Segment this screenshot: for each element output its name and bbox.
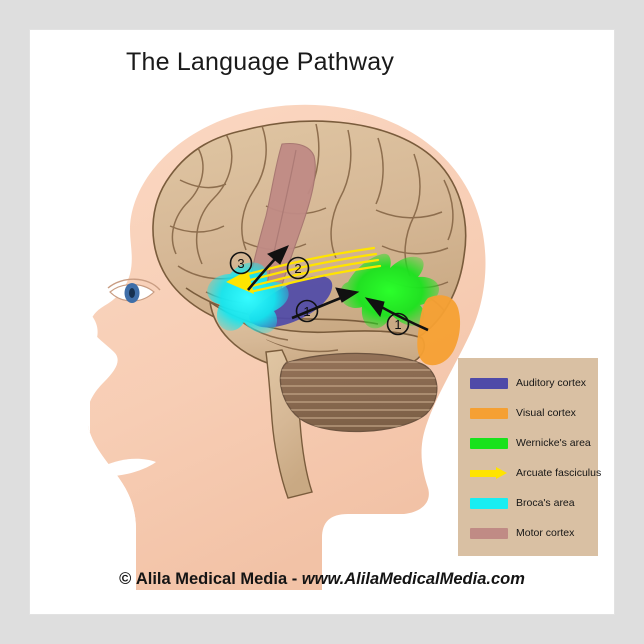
legend-swatch-wernickes-area bbox=[470, 437, 508, 449]
step-marker-1a: 1 bbox=[295, 299, 319, 323]
brain bbox=[152, 120, 467, 499]
legend-label-visual-cortex: Visual cortex bbox=[516, 407, 576, 419]
copyright-url: www.AlilaMedicalMedia.com bbox=[301, 570, 525, 588]
copyright-symbol: © bbox=[119, 570, 132, 588]
arcuate-fasciculus-arrow bbox=[226, 246, 382, 294]
legend-label-motor-cortex: Motor cortex bbox=[516, 527, 575, 539]
copyright-credit: Alila Medical Media bbox=[135, 570, 288, 588]
legend-swatch-auditory-cortex bbox=[470, 377, 508, 389]
legend-swatch-arcuate-fasciculus bbox=[470, 466, 508, 480]
eye bbox=[107, 278, 161, 303]
legend-label-auditory-cortex: Auditory cortex bbox=[516, 377, 587, 389]
brain-illustration: 1 1 2 3 bbox=[30, 104, 486, 614]
legend-panel: Auditory cortex Visual cortex Wernicke's… bbox=[458, 358, 602, 556]
copyright-line: © Alila Medical Media - www.AlilaMedical… bbox=[30, 570, 614, 589]
step-marker-3: 3 bbox=[229, 251, 253, 275]
legend-item-auditory-cortex: Auditory cortex bbox=[458, 372, 598, 394]
legend-label-wernickes-area: Wernicke's area bbox=[516, 437, 591, 449]
region-brocas-area bbox=[207, 262, 289, 334]
legend-item-arcuate-fasciculus: Arcuate fasciculus bbox=[458, 462, 602, 484]
legend-item-motor-cortex: Motor cortex bbox=[458, 522, 598, 544]
region-visual-cortex bbox=[417, 295, 461, 366]
legend-label-brocas-area: Broca's area bbox=[516, 497, 575, 509]
page-title: The Language Pathway bbox=[126, 48, 395, 76]
step-marker-1b: 1 bbox=[386, 312, 410, 336]
step-number: 3 bbox=[237, 256, 244, 271]
legend-item-brocas-area: Broca's area bbox=[458, 492, 598, 514]
step-marker-2: 2 bbox=[286, 256, 310, 280]
copyright-separator: - bbox=[287, 570, 302, 588]
legend-item-visual-cortex: Visual cortex bbox=[458, 402, 598, 424]
legend-swatch-motor-cortex bbox=[470, 527, 508, 539]
legend-swatch-visual-cortex bbox=[470, 407, 508, 419]
region-wernickes-area bbox=[340, 253, 440, 329]
legend-swatch-brocas-area bbox=[470, 497, 508, 509]
step-number: 1 bbox=[394, 317, 401, 332]
pathway-arrows bbox=[247, 245, 429, 332]
legend-label-arcuate-fasciculus: Arcuate fasciculus bbox=[516, 467, 602, 479]
step-number: 2 bbox=[294, 261, 301, 276]
step-number: 1 bbox=[303, 304, 310, 319]
legend-item-wernickes-area: Wernicke's area bbox=[458, 432, 598, 454]
poster-canvas: The Language Pathway bbox=[30, 30, 614, 614]
